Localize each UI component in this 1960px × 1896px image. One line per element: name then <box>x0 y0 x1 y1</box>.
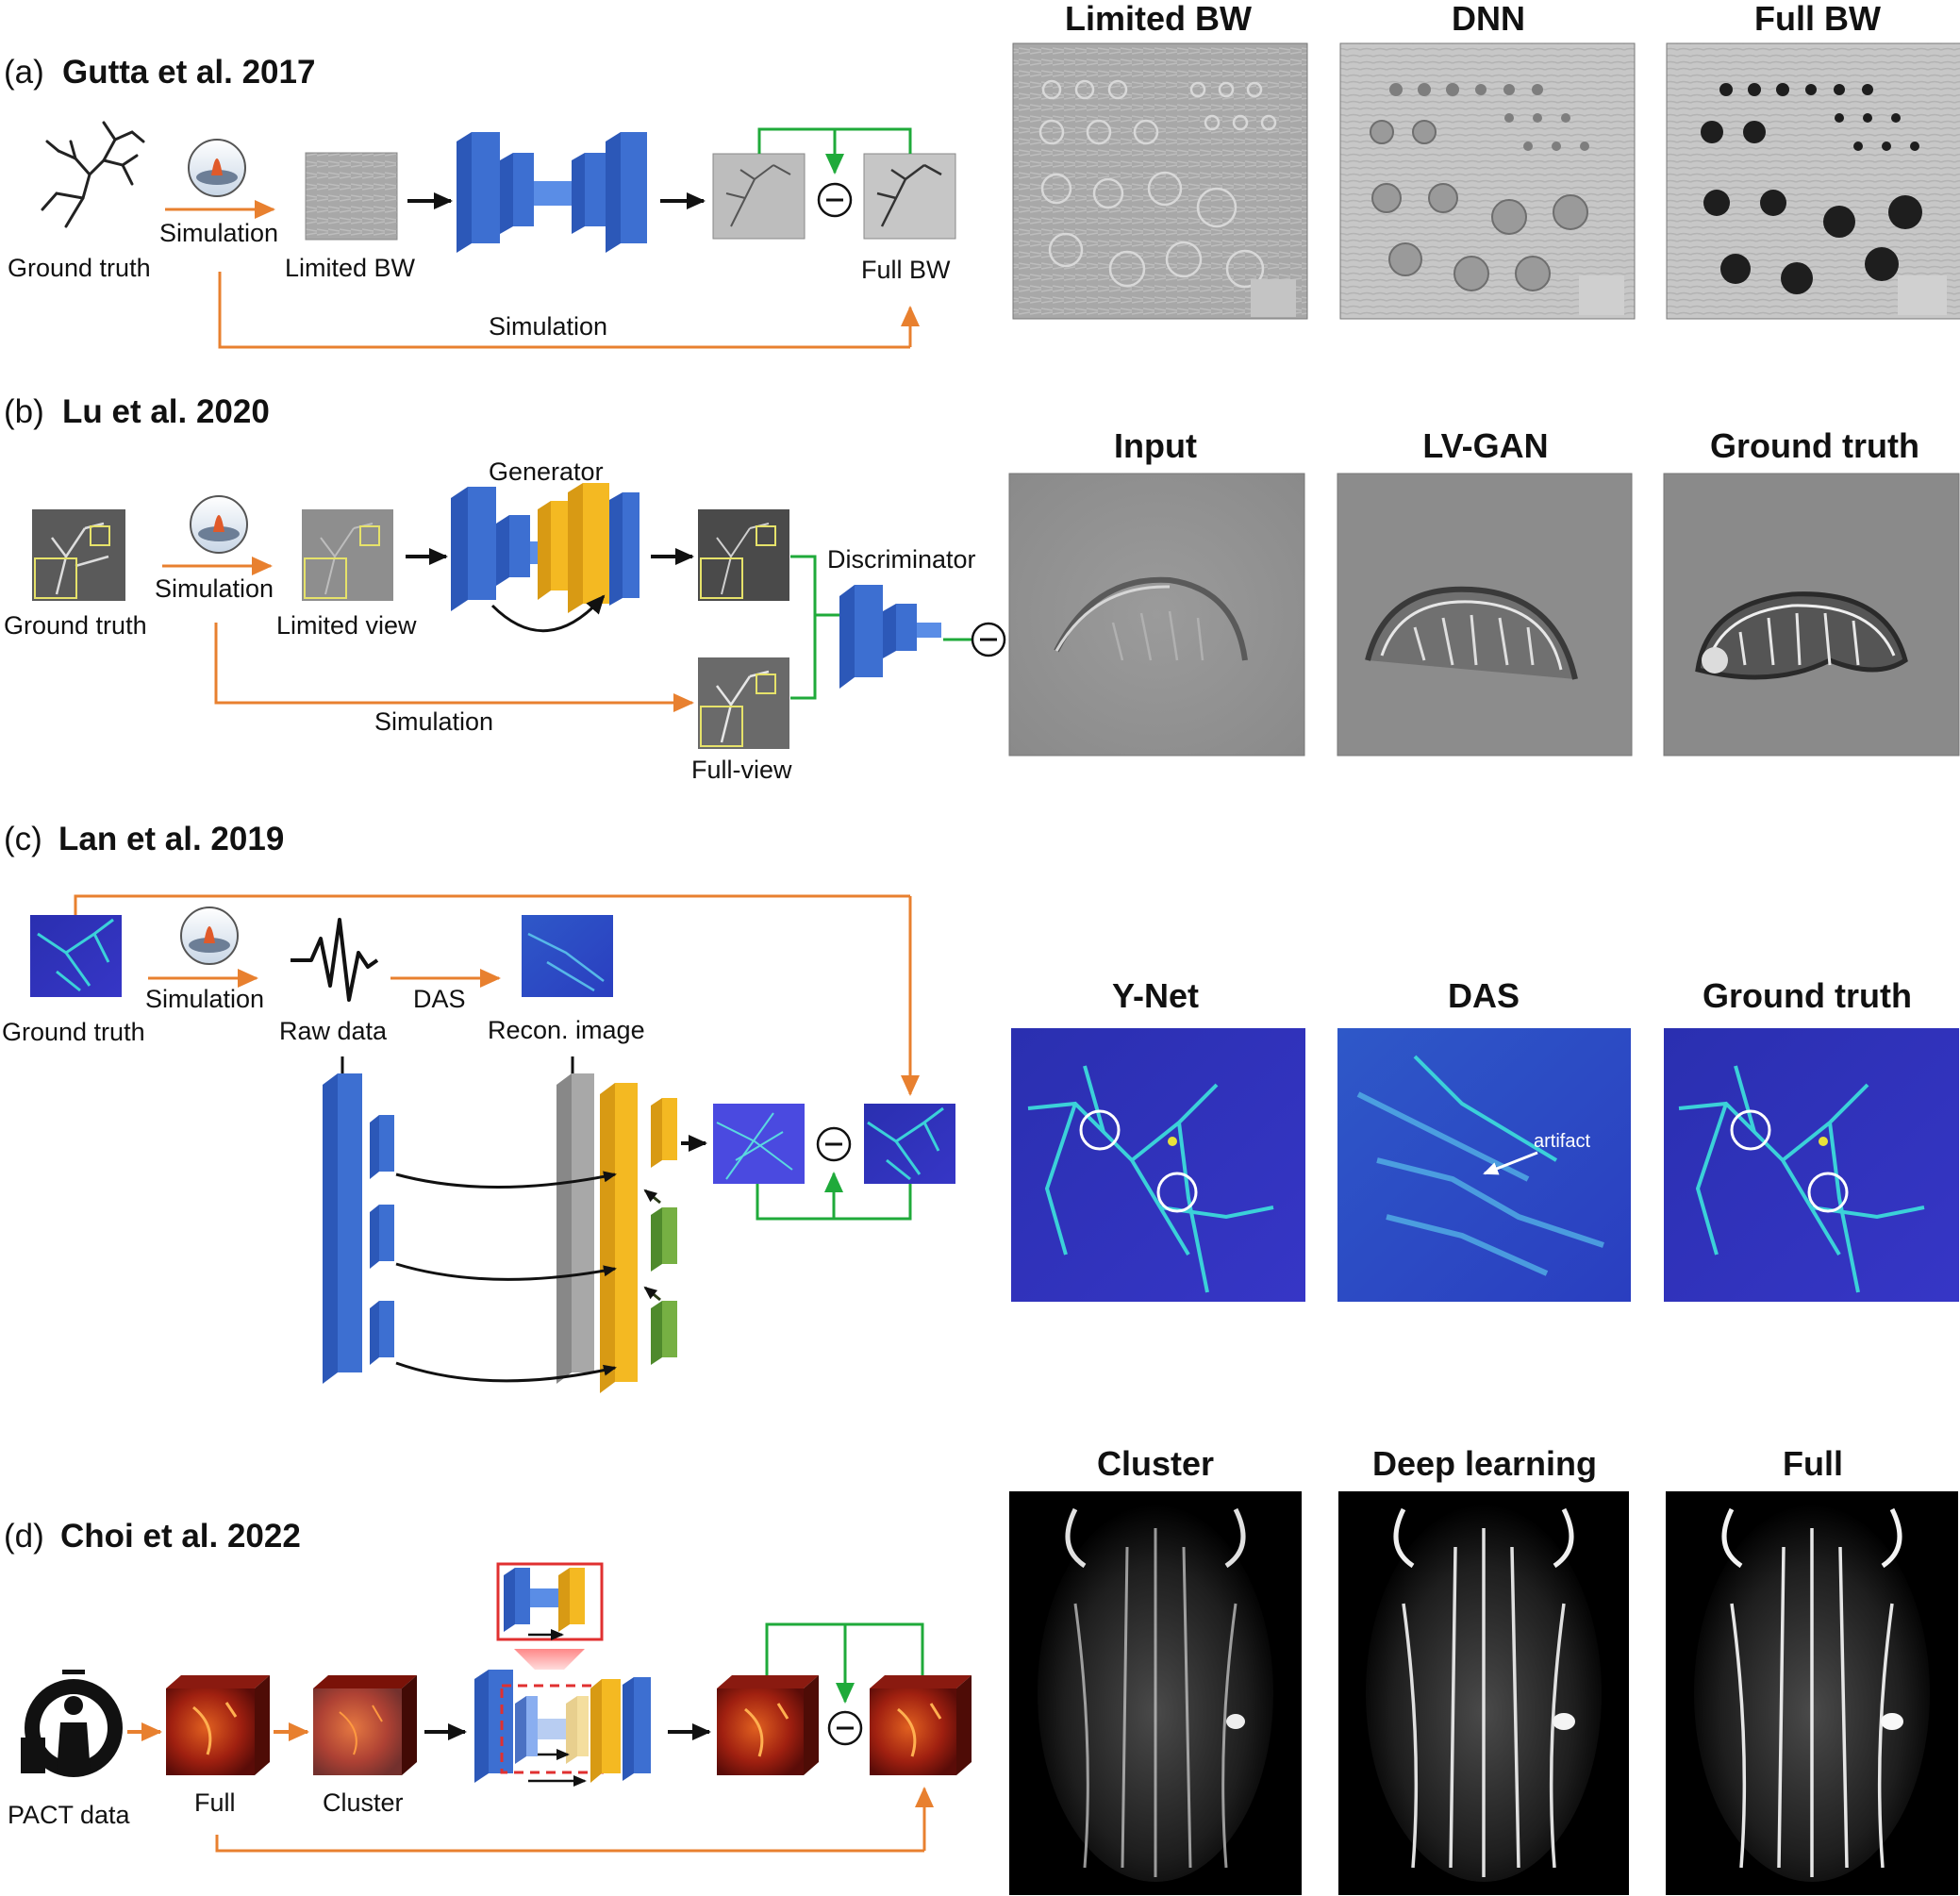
panel-b: (b) Lu et al. 2020 Ground truth Simulati… <box>4 393 1960 784</box>
dnn-output-thumbnail <box>712 153 806 240</box>
result-image-b-ground-truth <box>1663 473 1960 757</box>
label-simulation-bottom-b: Simulation <box>374 707 493 736</box>
result-image-b-input <box>1008 473 1305 757</box>
result-image-c-ynet <box>1011 1028 1305 1302</box>
result-title-d-2: Deep learning <box>1372 1444 1597 1483</box>
autoencoder-network <box>457 132 647 253</box>
result-image-a-full-bw <box>1666 42 1960 320</box>
label-ground-truth-b: Ground truth <box>4 611 147 640</box>
label-das: DAS <box>413 985 466 1013</box>
result-image-d-cluster <box>1009 1491 1302 1895</box>
label-ground-truth-c: Ground truth <box>2 1018 145 1046</box>
full-view-thumbnail <box>698 657 789 749</box>
panel-b-letter: (b) <box>4 393 44 430</box>
panel-a-citation: Gutta et al. 2017 <box>62 54 315 91</box>
label-simulation: Simulation <box>159 219 278 247</box>
full-bw-thumbnail <box>863 153 956 240</box>
pa-probe-icon <box>190 495 248 554</box>
result-title-a-3: Full BW <box>1754 0 1881 38</box>
cluster-data-cube <box>313 1675 417 1775</box>
panel-c-letter: (c) <box>4 821 42 857</box>
limited-view-thumbnail <box>302 509 393 601</box>
ynet-encoder-raw <box>323 1073 394 1384</box>
label-pact-data: PACT data <box>8 1801 131 1829</box>
minus-circle-icon <box>971 622 1006 657</box>
result-image-a-dnn <box>1339 42 1636 320</box>
label-cluster: Cluster <box>323 1788 404 1817</box>
ground-truth-thumbnail-b <box>32 509 125 601</box>
label-simulation-c: Simulation <box>145 985 264 1013</box>
generator-network <box>451 483 639 613</box>
artifact-annotation: artifact <box>1534 1131 1590 1152</box>
result-title-c-1: Y-Net <box>1112 976 1199 1015</box>
label-limited-view: Limited view <box>276 611 417 640</box>
panel-b-citation: Lu et al. 2020 <box>62 393 270 430</box>
pact-scanner-icon <box>21 1670 123 1777</box>
label-ground-truth: Ground truth <box>8 254 151 282</box>
result-title-c-3: Ground truth <box>1703 976 1912 1015</box>
waveform-icon <box>291 918 379 1002</box>
result-image-b-lv-gan <box>1337 473 1633 757</box>
limited-bw-thumbnail <box>305 152 398 241</box>
ynet-encoder-recon <box>556 1073 594 1384</box>
result-image-d-deep-learning <box>1338 1491 1629 1895</box>
ground-truth-target-thumbnail <box>864 1104 955 1184</box>
label-recon-image: Recon. image <box>488 1016 645 1044</box>
label-simulation-b: Simulation <box>155 574 274 603</box>
generated-output-thumbnail <box>698 509 789 601</box>
label-full-bw: Full BW <box>861 256 951 284</box>
result-title-d-1: Cluster <box>1097 1444 1214 1483</box>
panel-a: (a) Gutta et al. 2017 Ground truth Simul… <box>4 0 1960 349</box>
ground-truth-thumbnail-c <box>30 915 122 997</box>
ynet-decoder <box>600 1083 677 1393</box>
panel-a-letter: (a) <box>4 54 44 91</box>
result-title-b-1: Input <box>1114 426 1197 465</box>
result-image-d-full <box>1666 1491 1958 1895</box>
label-full: Full <box>194 1788 236 1817</box>
result-image-c-ground-truth <box>1664 1028 1959 1302</box>
label-simulation-bottom: Simulation <box>489 312 607 341</box>
result-title-c-2: DAS <box>1448 976 1520 1015</box>
result-title-a-1: Limited BW <box>1065 0 1252 38</box>
ynet-output-thumbnail <box>713 1104 805 1184</box>
panel-d: (d) Choi et al. 2022 PACT data Full Clus… <box>4 1444 1958 1895</box>
label-generator: Generator <box>489 457 604 486</box>
panel-d-letter: (d) <box>4 1518 44 1555</box>
label-raw-data: Raw data <box>279 1017 388 1045</box>
target-data-cube <box>870 1675 972 1775</box>
result-title-b-2: LV-GAN <box>1422 426 1548 465</box>
label-limited-bw: Limited BW <box>285 254 416 282</box>
full-data-cube <box>166 1675 270 1775</box>
recon-image-thumbnail <box>522 915 613 997</box>
result-image-a-limited-bw <box>1012 42 1308 320</box>
vessel-tree-icon <box>41 121 145 228</box>
output-data-cube <box>717 1675 819 1775</box>
minus-circle-icon <box>827 1710 863 1746</box>
label-full-view: Full-view <box>691 756 792 784</box>
panel-c: (c) Lan et al. 2019 Ground truth Simulat… <box>2 821 1959 1393</box>
result-title-a-2: DNN <box>1452 0 1525 38</box>
minus-circle-icon <box>817 182 853 218</box>
panel-d-citation: Choi et al. 2022 <box>60 1518 301 1555</box>
cluster-unet-network <box>474 1562 651 1787</box>
panel-c-citation: Lan et al. 2019 <box>58 821 284 857</box>
result-image-c-das: artifact <box>1337 1028 1631 1302</box>
pa-probe-icon <box>180 906 239 965</box>
discriminator-network <box>839 585 941 689</box>
result-title-d-3: Full <box>1783 1444 1843 1483</box>
pa-probe-icon <box>188 139 246 197</box>
result-title-b-3: Ground truth <box>1710 426 1919 465</box>
minus-circle-icon <box>816 1126 852 1162</box>
label-discriminator: Discriminator <box>827 545 976 574</box>
